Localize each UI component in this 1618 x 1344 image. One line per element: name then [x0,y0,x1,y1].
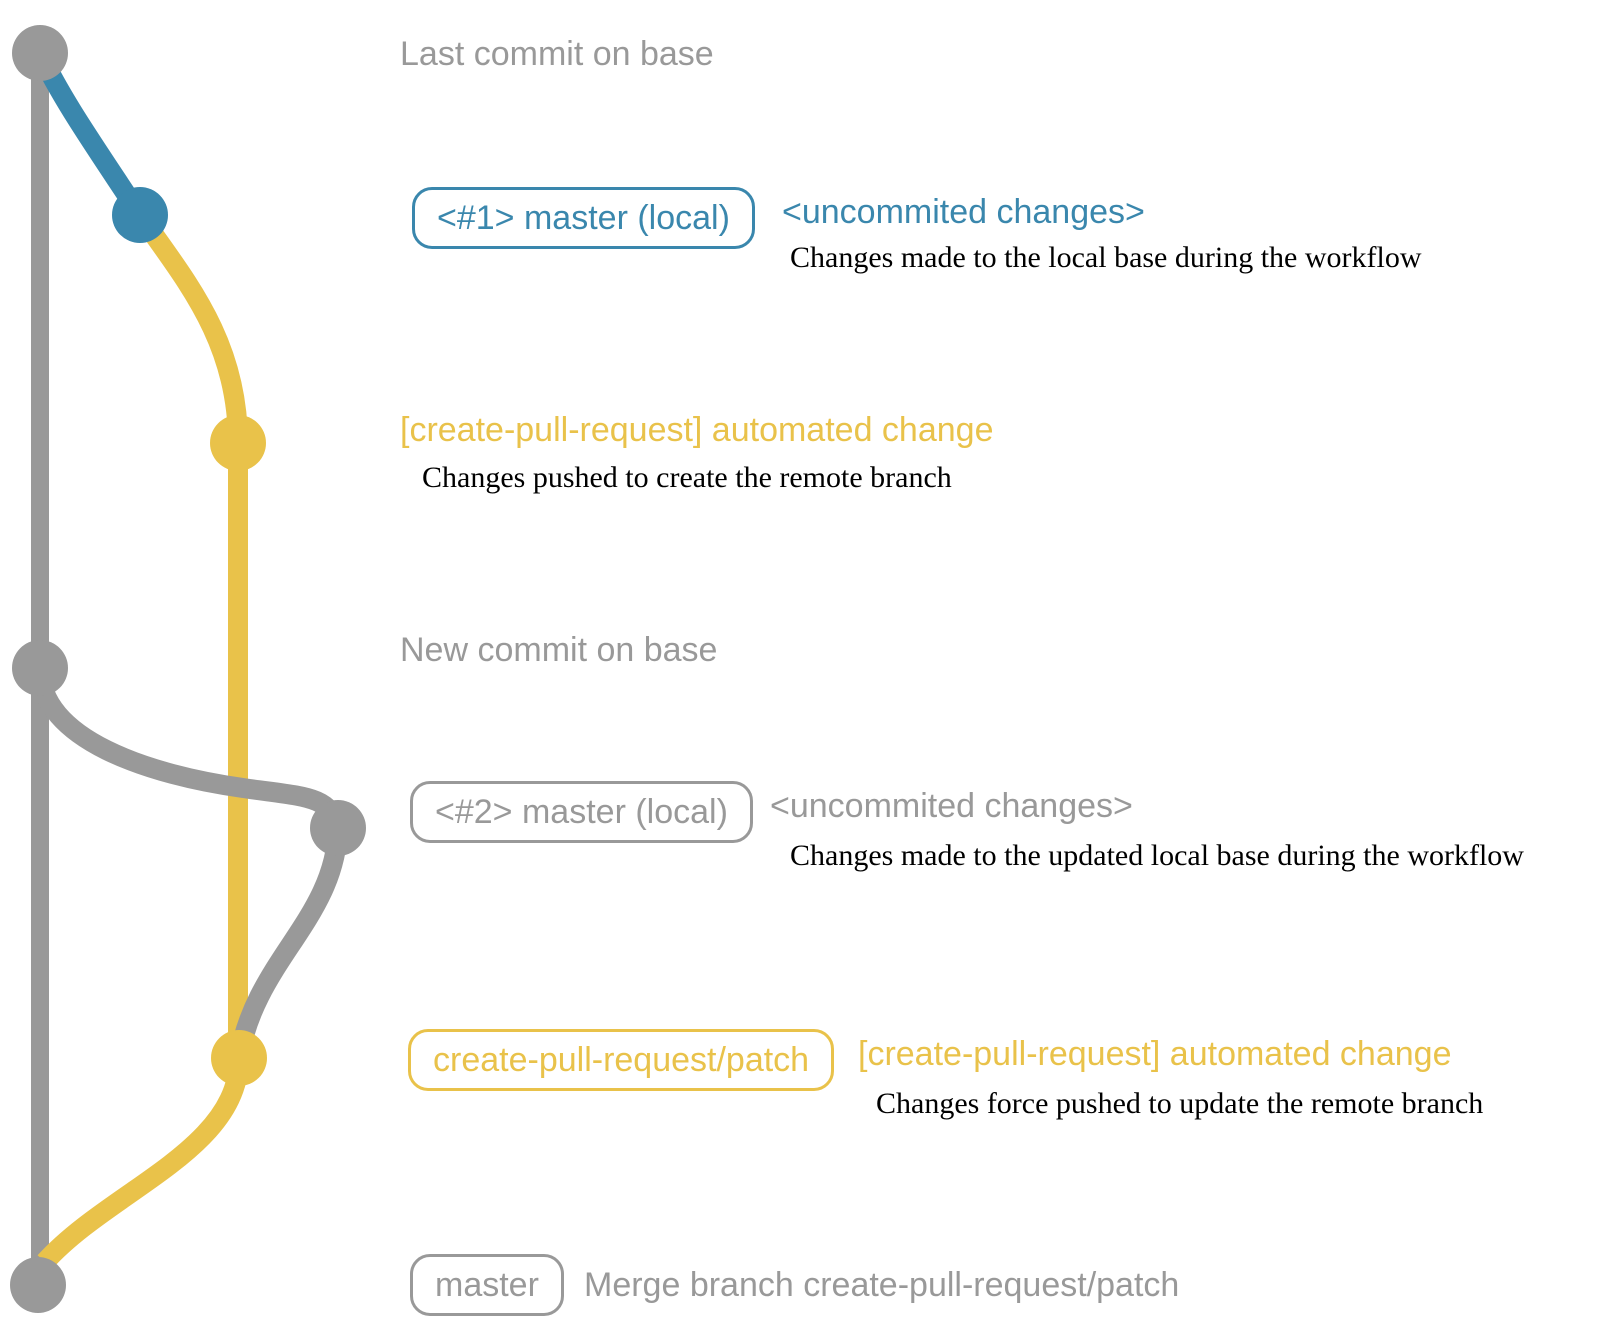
commit-dot-last-base [12,25,68,81]
commit-message-last-base: Last commit on base [400,35,714,73]
commit-description-local-1: Changes made to the local base during th… [790,241,1422,274]
edge-local-1-to-patch [131,209,248,444]
edge-base-to-local-1 [30,48,149,221]
edge-patch-to-merge [37,1057,249,1269]
edge-base-to-local-2 [30,667,348,831]
edge-local-2-to-patch [229,827,348,1060]
commit-dot-patch-2 [211,1030,267,1086]
commit-dot-new-base [12,640,68,696]
commit-description-patch-1: Changes pushed to create the remote bran… [422,461,952,494]
branch-label-local-master-1: <#1> master (local) [412,187,755,249]
commit-dot-local-2 [310,800,366,856]
commit-message-local-1: <uncommited changes> [782,193,1145,231]
commit-description-patch-2: Changes force pushed to update the remot… [876,1087,1484,1120]
commit-dot-local-1 [112,187,168,243]
branch-label-patch: create-pull-request/patch [408,1029,835,1091]
commit-message-merge: Merge branch create-pull-request/patch [584,1266,1180,1304]
branch-label-master: master [410,1254,564,1316]
commit-message-patch-2: [create-pull-request] automated change [858,1035,1452,1073]
commit-dot-merge [10,1257,66,1313]
commit-message-patch-1: [create-pull-request] automated change [400,411,994,449]
commit-message-local-2: <uncommited changes> [770,787,1133,825]
branch-label-local-master-2: <#2> master (local) [410,781,753,843]
commit-dot-patch-1 [210,415,266,471]
commit-description-local-2: Changes made to the updated local base d… [790,839,1524,872]
commit-message-new-base: New commit on base [400,631,718,669]
